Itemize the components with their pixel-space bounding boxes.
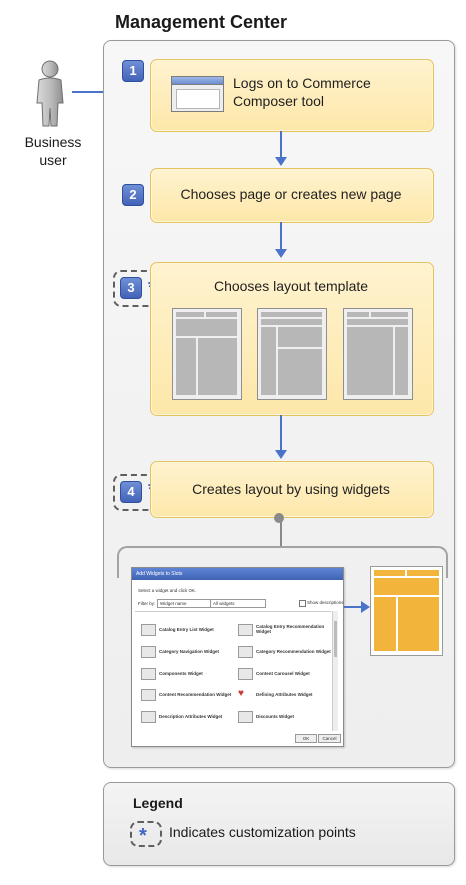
arrow-head-step2 (275, 157, 287, 166)
layout-template-3 (343, 308, 413, 400)
legend-customization-marker (130, 821, 162, 847)
widget-item[interactable]: Components Widget (159, 671, 203, 676)
step-3-number: 3 (120, 277, 142, 299)
ok-button[interactable]: OK (295, 734, 317, 743)
widget-item[interactable]: Catalog Entry List Widget (159, 627, 214, 632)
widget-icon (238, 646, 253, 658)
step-2-box (150, 168, 434, 223)
widget-icon (141, 711, 156, 723)
layout-template-2 (257, 308, 327, 400)
step-2-text: Chooses page or creates new page (180, 186, 402, 202)
widget-item[interactable]: Description Attributes Widget (159, 714, 223, 719)
add-widgets-dialog: Add Widgets to Slots Select a widget and… (131, 567, 344, 747)
widget-list (135, 611, 331, 732)
widget-icon (141, 646, 156, 658)
step-4-box (150, 461, 434, 518)
category-select[interactable]: All widgets (210, 599, 266, 608)
legend-text: Indicates customization points (169, 824, 356, 840)
filter-select[interactable]: Widget name (157, 599, 211, 608)
legend-panel (103, 782, 455, 866)
business-user-icon (30, 58, 70, 128)
widget-item[interactable]: Content Recommendation Widget (159, 692, 232, 697)
dialog-to-layout-arrow-head (361, 601, 370, 613)
widget-icon (238, 668, 253, 680)
step-1-number: 1 (122, 60, 144, 82)
widget-connector-dot (274, 513, 284, 523)
show-descriptions-label: Show descriptions (307, 600, 344, 605)
customization-star-icon: * (139, 825, 147, 847)
widget-item[interactable]: Catalog Entry Recommendation Widget (256, 624, 325, 634)
dialog-to-layout-arrow-line (344, 606, 362, 608)
arrow-step2-to-step3 (280, 222, 282, 249)
step-3-text: Chooses layout template (213, 278, 369, 294)
widget-icon (141, 624, 156, 636)
show-descriptions-checkbox[interactable] (299, 600, 306, 607)
layout-template-1 (172, 308, 242, 400)
widget-item[interactable]: Discounts Widget (256, 714, 294, 719)
widget-list-scrollbar[interactable] (332, 611, 338, 731)
legend-title: Legend (133, 795, 183, 811)
widget-item[interactable]: Defining Attributes Widget (256, 692, 313, 697)
step-2-number: 2 (122, 184, 144, 206)
arrow-head-step3 (275, 249, 287, 258)
filter-label: Filter by: (138, 601, 156, 606)
dialog-instruction: Select a widget and click OK. (138, 588, 197, 593)
step-4-text: Creates layout by using widgets (192, 481, 390, 497)
heart-icon: ♥ (238, 688, 244, 699)
widget-area-bracket (117, 546, 448, 578)
browser-window-icon (171, 76, 224, 112)
widget-icon (141, 668, 156, 680)
widget-item[interactable]: Category Navigation Widget (159, 649, 219, 654)
dialog-title-bar: Add Widgets to Slots (132, 568, 343, 580)
arrow-step3-to-step4 (280, 415, 282, 450)
arrow-head-step4 (275, 450, 287, 459)
arrow-step1-to-step2 (280, 131, 282, 157)
widget-icon (238, 711, 253, 723)
widget-connector-line (280, 517, 282, 547)
cancel-button[interactable]: Cancel (318, 734, 341, 743)
widget-icon (238, 624, 253, 636)
actor-label: Business user (24, 134, 82, 168)
widget-icon (141, 689, 156, 701)
result-layout-thumbnail (370, 566, 443, 656)
widget-item[interactable]: Content Carousel Widget (256, 671, 310, 676)
step-1-text: Logs on to Commerce Composer tool (233, 75, 371, 109)
step-4-number: 4 (120, 481, 142, 503)
diagram-title: Management Center (115, 12, 288, 32)
widget-item[interactable]: Category Recommendation Widget (256, 649, 331, 654)
